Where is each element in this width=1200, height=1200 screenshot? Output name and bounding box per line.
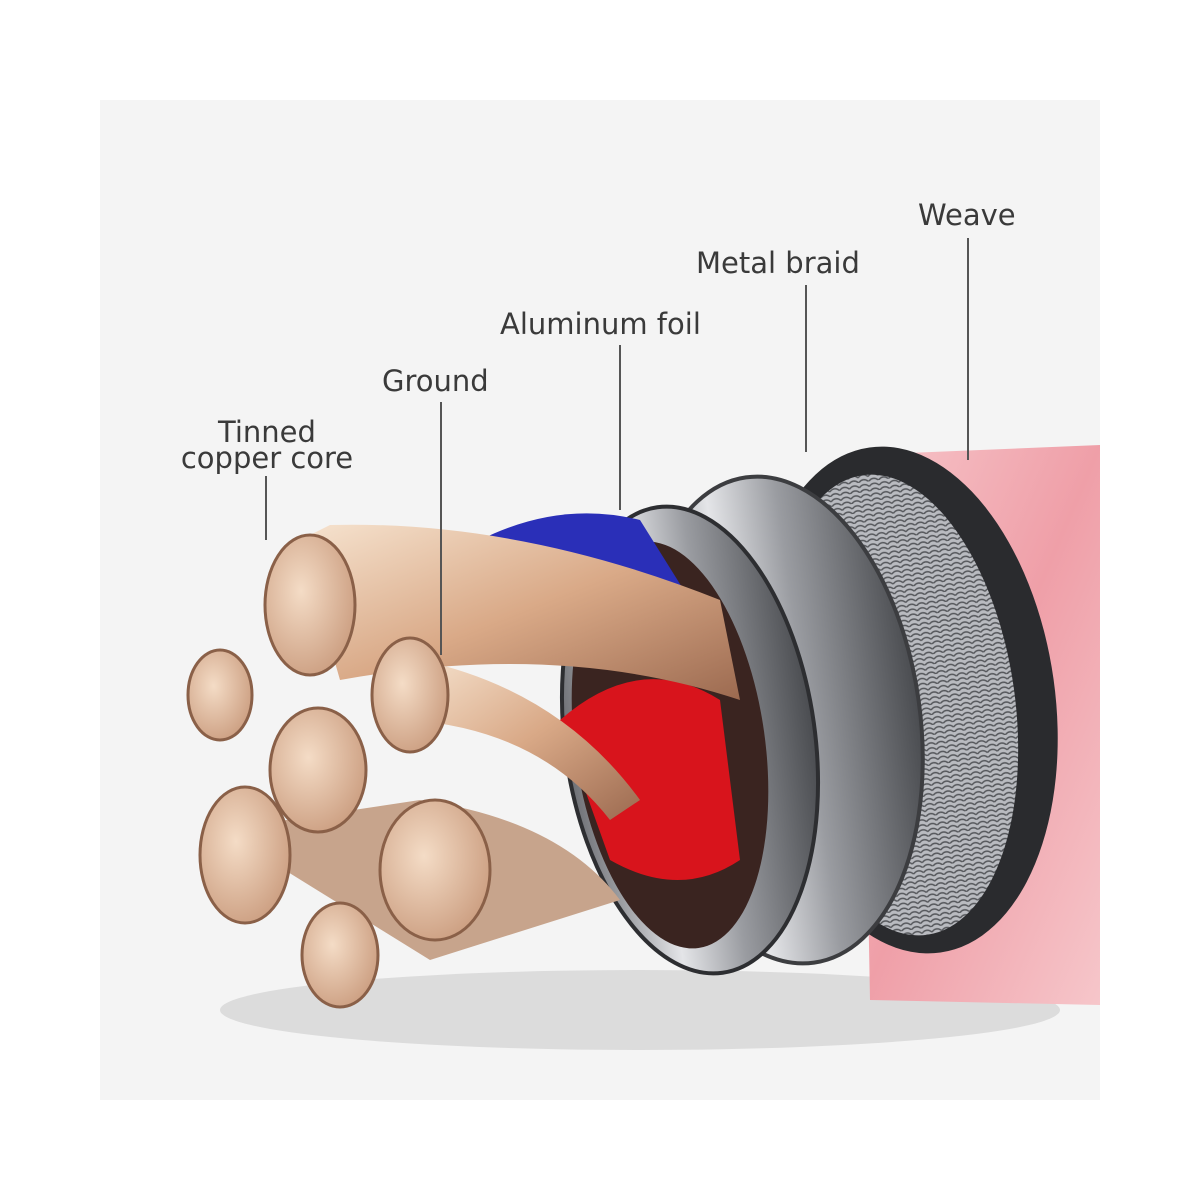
- wire-ends: [186, 533, 492, 1009]
- weave-label: Weave: [918, 198, 1016, 232]
- shadow: [220, 970, 1060, 1050]
- tinned-copper-core-label-line1: Tinned: [218, 415, 316, 449]
- tinned-copper-core-label: Tinned copper core: [174, 415, 360, 475]
- tinned-copper-core-label-line2: copper core: [180, 441, 354, 475]
- ground-wire-end: [370, 636, 450, 754]
- ground-label: Ground: [382, 364, 489, 398]
- ground-wire-body: [410, 660, 640, 820]
- metal-braid-label: Metal braid: [696, 246, 860, 280]
- aluminum-foil-label: Aluminum foil: [500, 307, 701, 341]
- red-insulation: [560, 679, 740, 880]
- leader-lines: [265, 238, 969, 655]
